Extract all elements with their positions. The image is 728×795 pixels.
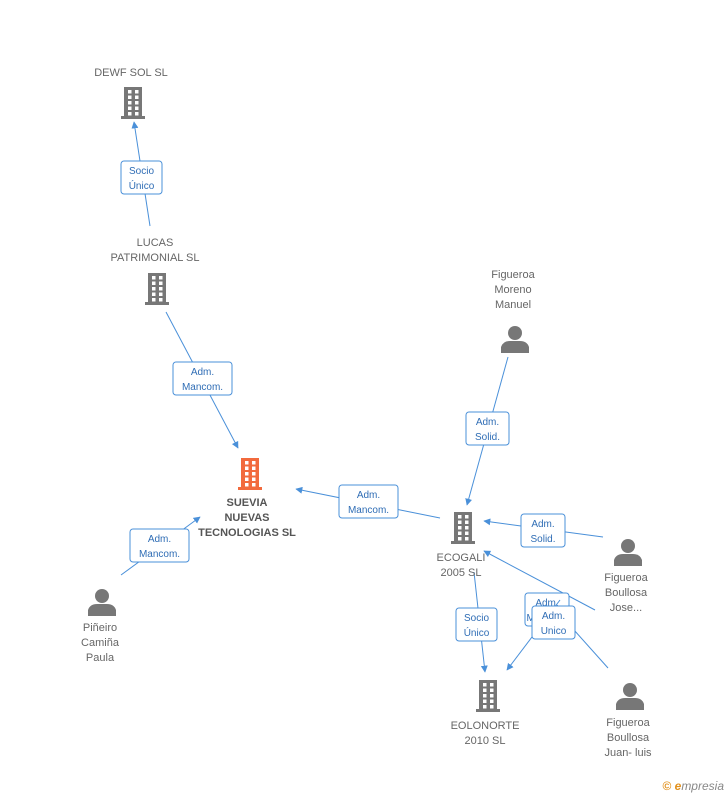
node-label-line: PATRIMONIAL SL bbox=[110, 252, 199, 264]
edge-label-line: Adm. bbox=[531, 519, 554, 530]
edge-label-line: Adm. bbox=[476, 417, 499, 428]
edge-label-line: Mancom. bbox=[348, 505, 389, 516]
building-icon bbox=[451, 512, 475, 544]
edge-label-box[interactable] bbox=[531, 605, 576, 640]
building-icon bbox=[238, 458, 262, 490]
edge-jose-to-eolonorte[interactable]: Adm. Unico bbox=[506, 599, 576, 671]
building-icon bbox=[145, 273, 169, 305]
building-icon bbox=[476, 680, 500, 712]
edge-jose-to-ecogali[interactable]: Adm. Solid. bbox=[483, 513, 604, 548]
edge-lucas-to-suevia[interactable]: Adm. Mancom. bbox=[165, 311, 239, 449]
edge-label-box[interactable] bbox=[338, 484, 399, 519]
edge-label-line: Adm. bbox=[191, 367, 214, 378]
edge-label-line: Mancom. bbox=[182, 382, 223, 393]
node-label-line: LUCAS bbox=[137, 237, 174, 249]
node-label-line: Juan- luis bbox=[604, 747, 652, 759]
node-jose[interactable]: FigueroaBoullosaJose... bbox=[604, 539, 649, 614]
edge-connector bbox=[573, 629, 609, 669]
brand-initial: e bbox=[674, 779, 682, 793]
node-lucas[interactable]: LUCAS PATRIMONIAL SL bbox=[110, 237, 200, 305]
person-icon bbox=[88, 589, 116, 616]
node-label-line: Paula bbox=[86, 652, 115, 664]
edge-label-line: Unico bbox=[541, 626, 567, 637]
edge-label-line: Adm. bbox=[535, 598, 558, 609]
node-label-line: Camiña bbox=[81, 637, 120, 649]
node-label-line: Moreno bbox=[494, 284, 531, 296]
nodes-layer: DEWF SOL SL LUCAS PATRIMONIAL SL SUEVIA NUEV… bbox=[81, 67, 652, 759]
node-label-line: Jose... bbox=[610, 602, 642, 614]
node-label-line: Piñeiro bbox=[83, 622, 117, 634]
person-icon bbox=[614, 539, 642, 566]
node-label-line: TECNOLOGIAS SL bbox=[198, 527, 296, 539]
node-label-line: 2010 SL bbox=[465, 735, 506, 747]
edge-label-box[interactable] bbox=[520, 513, 566, 548]
edge-label-line: Socio bbox=[129, 166, 154, 177]
node-suevia[interactable]: SUEVIA NUEVAS TECNOLOGIAS SL bbox=[198, 458, 296, 539]
edge-label-box[interactable] bbox=[120, 160, 163, 195]
edge-label-line: Solid. bbox=[530, 534, 555, 545]
brand-name: mpresia bbox=[681, 779, 724, 793]
node-label-line: Figueroa bbox=[606, 717, 650, 729]
edge-label-line: Mancom. bbox=[139, 549, 180, 560]
node-label-line: EOLONORTE bbox=[451, 720, 520, 732]
edge-label-line: Adm. bbox=[542, 611, 565, 622]
node-label-line: Figueroa bbox=[604, 572, 648, 584]
edge-label-box[interactable] bbox=[455, 607, 498, 642]
edges-layer: SocioÚnicoAdm.Mancom.Adm.Mancom.Adm.Manc… bbox=[120, 121, 609, 673]
edge-label-line: Solid. bbox=[475, 432, 500, 443]
node-label-line: Boullosa bbox=[605, 587, 648, 599]
edge-arrow bbox=[483, 550, 596, 611]
building-icon bbox=[121, 87, 145, 119]
copyright-symbol: © bbox=[662, 779, 672, 793]
node-label-line: SUEVIA bbox=[227, 497, 268, 509]
edge-label-box[interactable] bbox=[129, 528, 190, 563]
edge-ecogali-to-suevia[interactable]: Adm. Mancom. bbox=[295, 484, 441, 519]
edge-label-line: Único bbox=[129, 179, 155, 192]
node-dewf[interactable]: DEWF SOL SL bbox=[94, 67, 168, 119]
edge-label-line: Adm. bbox=[148, 534, 171, 545]
node-label-line: Boullosa bbox=[607, 732, 650, 744]
edge-label-line: Único bbox=[464, 626, 490, 639]
node-label-line: Manuel bbox=[495, 299, 531, 311]
person-icon bbox=[501, 326, 529, 353]
node-label-line: 2005 SL bbox=[441, 567, 482, 579]
person-icon bbox=[616, 683, 644, 710]
edge-moreno-to-ecogali[interactable]: Adm. Solid. bbox=[465, 356, 510, 506]
node-label-line: DEWF SOL SL bbox=[94, 67, 168, 79]
empresia-watermark[interactable]: © empresia bbox=[662, 779, 724, 793]
node-label-line: ECOGALI bbox=[437, 552, 486, 564]
edge-label-box[interactable] bbox=[465, 411, 510, 446]
edge-label-line: Adm. bbox=[357, 490, 380, 501]
edge-label-line: Socio bbox=[464, 613, 489, 624]
node-label-line: NUEVAS bbox=[224, 512, 269, 524]
node-label-line: Figueroa bbox=[491, 269, 535, 281]
edge-label-box[interactable] bbox=[172, 361, 233, 396]
edge-pineiro-to-suevia[interactable]: Adm. Mancom. bbox=[120, 516, 201, 576]
node-ecogali[interactable]: ECOGALI 2005 SL bbox=[437, 512, 486, 579]
node-eolonorte[interactable]: EOLONORTE 2010 SL bbox=[451, 680, 520, 747]
